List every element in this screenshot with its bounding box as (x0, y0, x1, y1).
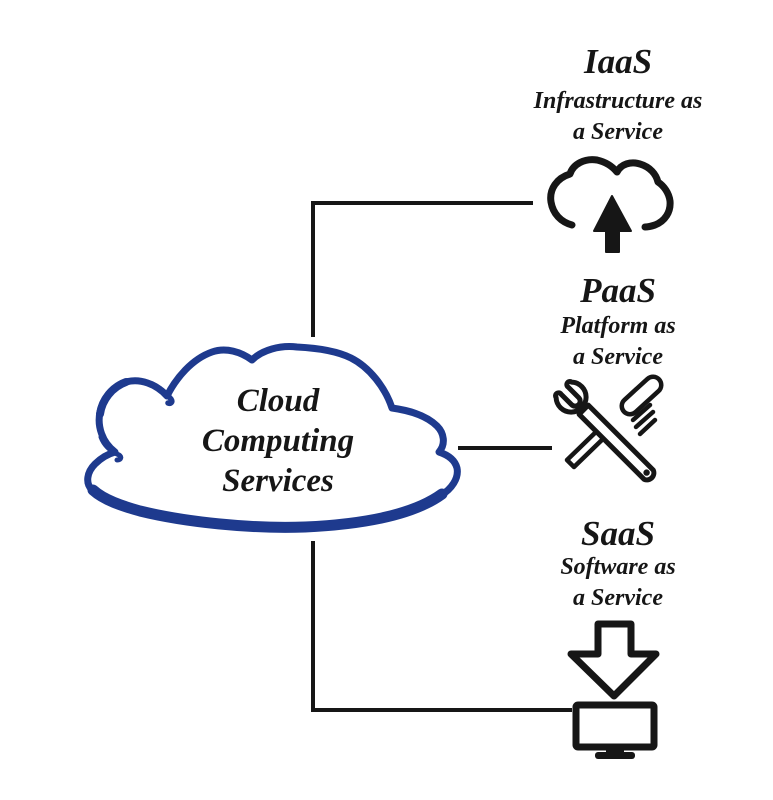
hub-cloud-waist-accent (98, 434, 124, 463)
monitor-icon (572, 701, 658, 759)
iaas-subtitle-line-2: a Service (573, 119, 663, 145)
hub-cloud-left-accent (96, 378, 130, 418)
paas-subtitle: Platform as a Service (458, 311, 773, 373)
hub-cloud-bottom-accent (87, 484, 448, 533)
download-to-computer-icon (567, 620, 660, 759)
monitor-screen (572, 701, 658, 751)
download-arrow (567, 620, 660, 700)
screwdriver-handle-inner (624, 379, 659, 412)
screwdriver-grip-lines (630, 402, 658, 437)
saas-subtitle: Software as a Service (458, 552, 773, 614)
iaas-acronym: IaaS (583, 42, 653, 81)
upload-cloud-outline (547, 156, 674, 231)
iaas-subtitle: Infrastructure as a Service (458, 86, 773, 148)
saas-acronym: SaaS (581, 514, 655, 553)
hub-label: Cloud Computing Services (128, 381, 428, 501)
upload-arrow (593, 195, 632, 253)
hub-cloud-hook-accent (149, 381, 175, 406)
hub-label-line-1: Cloud (236, 383, 320, 419)
iaas-subtitle-line-1: Infrastructure as (533, 88, 703, 114)
monitor-neck (606, 745, 624, 754)
wrench-handle (576, 402, 657, 483)
cloud-upload-icon (547, 156, 674, 253)
hub-cloud (84, 343, 461, 533)
wrench-handle-hole (643, 469, 650, 476)
monitor-base (595, 752, 635, 759)
hub-label-line-2: Computing (201, 423, 355, 459)
hub-label-line-3: Services (222, 463, 334, 499)
paas-acronym: PaaS (580, 271, 656, 310)
paas-subtitle-line-2: a Service (573, 344, 663, 370)
saas-subtitle-line-2: a Service (573, 585, 663, 611)
saas-subtitle-line-1: Software as (560, 554, 676, 580)
wrench-and-screwdriver-icon (553, 374, 664, 483)
wrench-head (553, 379, 589, 415)
connector-hub-to-saas (311, 541, 572, 712)
paas-subtitle-line-1: Platform as (560, 313, 676, 339)
connector-hub-to-iaas (311, 201, 533, 337)
